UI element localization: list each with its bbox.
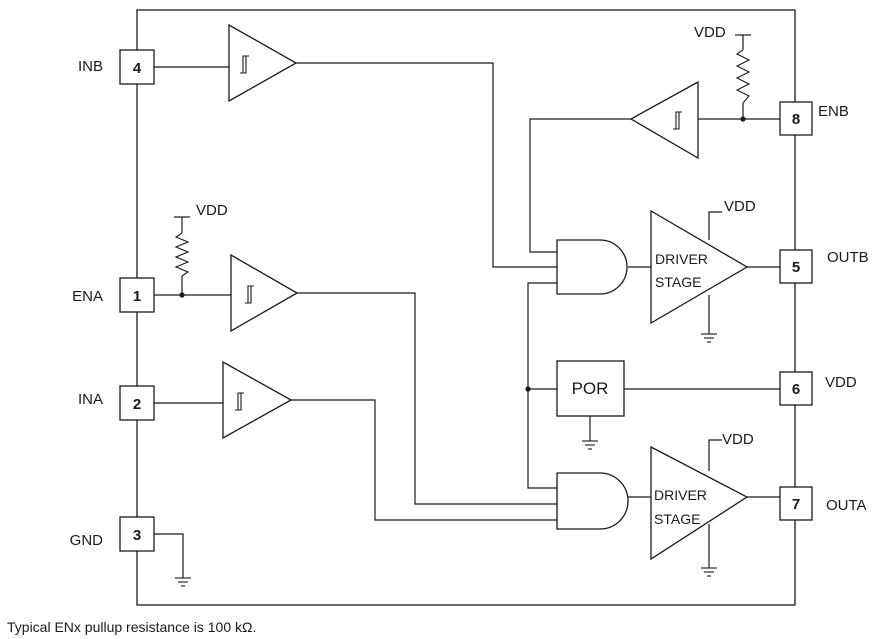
driver-a-vdd-label: VDD: [722, 431, 754, 448]
ground-symbol: [582, 440, 598, 450]
pin-number: 3: [133, 527, 141, 544]
enb-pullup-vdd-label: VDD: [694, 24, 726, 41]
ground-symbol: [175, 577, 191, 587]
pin-5: 5: [779, 249, 813, 284]
enb-schmitt-buffer: [629, 80, 699, 160]
pin-number: 2: [133, 396, 141, 413]
pin-4: 4: [119, 49, 155, 85]
ena-pullup-vdd-label: VDD: [196, 202, 228, 219]
footnote: Typical ENx pullup resistance is 100 kΩ.: [7, 619, 256, 635]
pin-label-inb: INB: [78, 58, 103, 75]
driver-a-label-line1: DRIVER: [654, 487, 707, 503]
pin-8: 8: [779, 101, 813, 136]
junction-dot: [525, 386, 531, 392]
junction-dot: [179, 292, 185, 298]
pin-7: 7: [779, 486, 813, 521]
junction-dot: [740, 116, 746, 122]
and-gate-b: [556, 239, 628, 295]
pin-number: 5: [792, 259, 800, 276]
driver-b-vdd-label: VDD: [724, 198, 756, 215]
inb-schmitt-buffer: [228, 23, 298, 103]
pin-label-gnd: GND: [70, 532, 104, 549]
ground-symbol: [701, 333, 717, 343]
pin-label-enb: ENB: [818, 103, 849, 120]
pin-number: 1: [133, 288, 141, 305]
driver-a-label-line2: STAGE: [654, 511, 700, 527]
driver-b-label-line1: DRIVER: [655, 251, 708, 267]
por-block: [556, 360, 625, 417]
driver-stage-a: [650, 445, 749, 561]
driver-stage-b: [650, 209, 749, 325]
enb-pullup-resistor: [735, 49, 751, 104]
pin-number: 6: [792, 381, 800, 398]
pin-2: 2: [119, 385, 155, 421]
pin-number: 4: [133, 60, 142, 77]
pin-3: 3: [119, 516, 155, 552]
ground-symbol: [701, 567, 717, 577]
pin-label-outa: OUTA: [826, 497, 867, 514]
pin-1: 1: [119, 277, 155, 313]
wires: [154, 34, 780, 578]
por-label: POR: [572, 379, 609, 398]
ina-schmitt-buffer: [222, 360, 293, 440]
driver-b-label-line2: STAGE: [655, 274, 701, 290]
ena-pullup-resistor: [174, 232, 190, 277]
pin-number: 8: [792, 111, 800, 128]
pin-label-ena: ENA: [72, 288, 103, 305]
pin-label-vdd: VDD: [825, 374, 857, 391]
pin-number: 7: [792, 496, 800, 513]
and-gate-a: [556, 472, 629, 530]
ena-schmitt-buffer: [230, 253, 299, 333]
pin-label-ina: INA: [78, 391, 103, 408]
pin-6: 6: [779, 371, 813, 406]
pin-label-outb: OUTB: [827, 249, 869, 266]
